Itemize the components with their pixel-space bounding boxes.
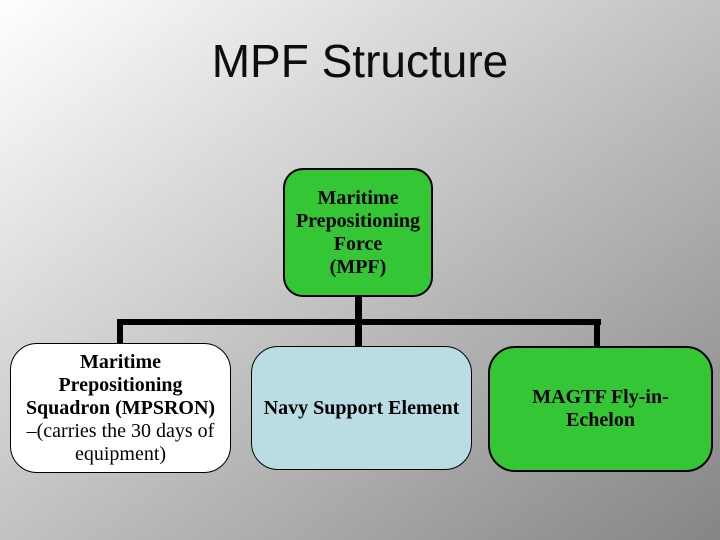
- node-line: Prepositioning: [295, 209, 421, 232]
- connector-horizontal-bar: [117, 319, 601, 325]
- node-line: –(carries the 30 days of: [26, 419, 215, 442]
- slide-title: MPF Structure: [211, 35, 509, 87]
- node-line: Prepositioning: [58, 373, 183, 396]
- node-line: Maritime: [79, 350, 162, 373]
- node-navy-support-element: Navy Support Element: [251, 346, 472, 470]
- node-line: Echelon: [566, 409, 635, 431]
- node-line: Squadron (MPSRON): [25, 396, 216, 419]
- node-line: MAGTF Fly-in-: [532, 386, 669, 408]
- node-mpsron: Maritime Prepositioning Squadron (MPSRON…: [10, 343, 231, 473]
- node-line: Maritime: [317, 186, 399, 209]
- node-line: equipment): [74, 442, 167, 465]
- node-magtf-fly-in-echelon: MAGTF Fly-in- Echelon: [488, 346, 713, 472]
- connector-drop-left: [117, 323, 123, 346]
- node-line: Navy Support Element: [263, 396, 460, 419]
- connector-drop-right: [594, 323, 600, 349]
- node-line: (MPF): [329, 255, 387, 278]
- node-line: Force: [333, 232, 383, 255]
- node-mpf: Maritime Prepositioning Force (MPF): [283, 168, 433, 297]
